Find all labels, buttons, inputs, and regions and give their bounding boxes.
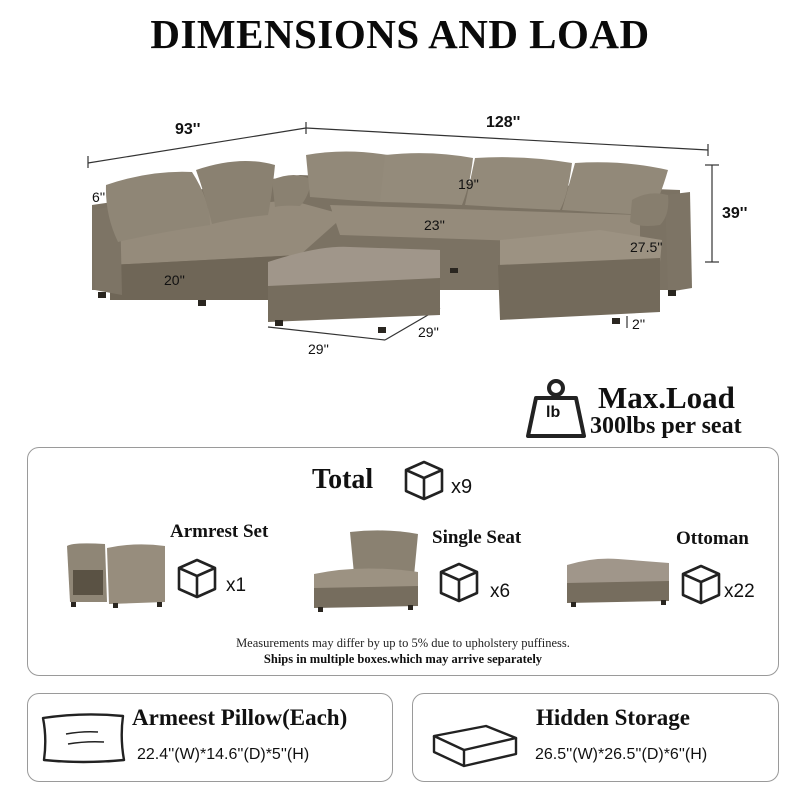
box-icon [680,563,722,605]
pillow-panel [27,693,393,782]
dim-leg-height: 2'' [632,316,646,332]
storage-size: 26.5''(W)*26.5''(D)*6''(H) [535,746,708,763]
armrest-set-count: x1 [226,575,247,596]
dim-chaise-depth: 27.5'' [630,239,663,255]
pillow-icon [41,713,126,764]
max-load-value: 300lbs per seat [590,413,742,439]
storage-panel [412,693,779,782]
measurement-note: Measurements may differ by up to 5% due … [236,636,570,650]
weight-lb-icon [526,376,586,440]
box-icon [438,561,480,603]
single-seat-image [314,530,418,612]
dim-total-height: 39'' [722,205,748,222]
ottoman-image [567,558,669,607]
dim-width-left: 93'' [175,121,201,138]
storage-box-icon [432,724,518,768]
pillow-title: Armeest Pillow(Each) [132,705,348,730]
weight-icon-label: lb [546,404,561,421]
dim-seat-height: 20'' [164,272,185,288]
box-icon [176,557,218,599]
shipping-note: Ships in multiple boxes.which may arrive… [263,652,543,666]
ottoman-label: Ottoman [676,528,749,549]
pillow-size: 22.4''(W)*14.6''(D)*5''(H) [137,746,310,763]
box-icon [403,459,445,501]
single-seat-count: x6 [490,581,511,602]
single-seat-label: Single Seat [432,527,522,548]
total-label: Total [312,464,374,495]
armrest-set-image [67,543,165,608]
dim-ottoman-depth: 29'' [418,324,439,340]
storage-title: Hidden Storage [536,705,690,730]
dim-back-height: 19'' [458,176,479,192]
dim-arm-width: 6'' [92,189,106,205]
sofa-shape [92,151,692,333]
total-count: x9 [451,476,473,498]
dim-seat-depth: 23'' [424,217,445,233]
max-load-title: Max.Load [598,380,735,415]
sofa-illustration [87,122,719,341]
dim-ottoman-width: 29'' [308,341,329,357]
dim-width-right: 128'' [486,114,521,131]
ottoman-count: x22 [724,581,755,602]
armrest-set-label: Armrest Set [170,521,269,542]
page-title: DIMENSIONS AND LOAD [150,11,650,57]
